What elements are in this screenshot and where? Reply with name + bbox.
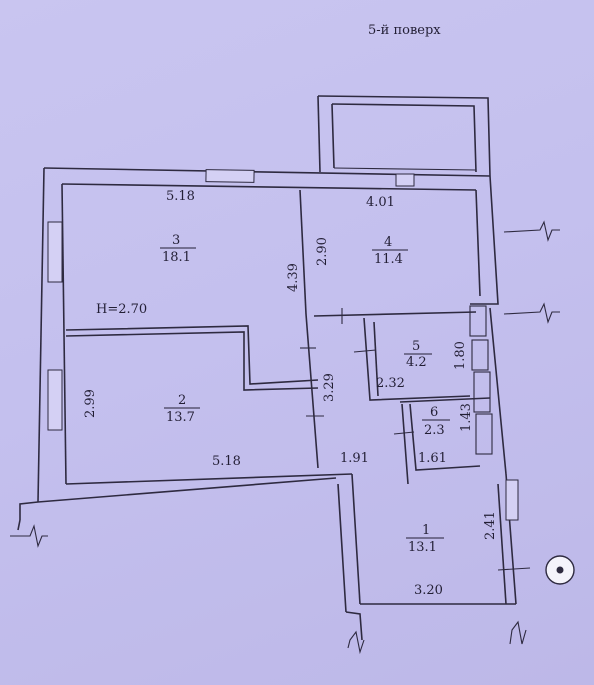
room-area: 2.3 xyxy=(424,423,445,438)
dim-room6-bottom: 1.61 xyxy=(418,451,447,466)
room-area: 11.4 xyxy=(374,252,403,267)
room-label-4: 4 11.4 xyxy=(372,235,408,267)
room-number: 5 xyxy=(412,339,420,354)
dim-room6-right: 1.43 xyxy=(459,403,474,432)
room-label-1: 1 13.1 xyxy=(406,523,444,555)
room-number: 6 xyxy=(430,405,438,420)
room-number: 1 xyxy=(422,523,430,538)
dim-room2-bottom: 5.18 xyxy=(212,454,241,469)
dim-corridor-left: 3.29 xyxy=(322,373,337,402)
compass-icon xyxy=(545,555,575,585)
ceiling-height: H=2.70 xyxy=(96,302,147,317)
dim-room2-left: 2.99 xyxy=(83,389,98,418)
room-number: 4 xyxy=(384,235,392,250)
dim-room1-bottom: 3.20 xyxy=(414,583,443,598)
room-number: 3 xyxy=(172,233,180,248)
floor-label: 5-й поверх xyxy=(368,23,441,38)
dim-room1-right: 2.41 xyxy=(483,511,498,540)
room-label-3: 3 18.1 xyxy=(160,233,196,265)
dim-room3-right: 4.39 xyxy=(286,263,301,292)
room-number: 2 xyxy=(178,393,186,408)
room-label-6: 6 2.3 xyxy=(422,405,450,438)
room-area: 18.1 xyxy=(162,250,191,265)
room-area: 4.2 xyxy=(406,355,427,370)
wall-breaks xyxy=(10,220,560,655)
room-area: 13.1 xyxy=(408,540,437,555)
door-marks xyxy=(300,308,415,435)
room-label-2: 2 13.7 xyxy=(164,393,200,425)
interior-walls xyxy=(65,189,493,485)
room-area: 13.7 xyxy=(166,410,195,425)
room-label-5: 5 4.2 xyxy=(404,339,432,370)
windows xyxy=(47,169,519,521)
balcony xyxy=(317,95,491,177)
dim-room4-left: 2.90 xyxy=(315,237,330,266)
dim-room5-bottom: 2.32 xyxy=(376,376,405,391)
dim-room4-top: 4.01 xyxy=(366,195,395,210)
dim-room3-top: 5.18 xyxy=(166,189,195,204)
dim-corridor-bottom: 1.91 xyxy=(340,451,369,466)
dim-room5-right: 1.80 xyxy=(453,341,468,370)
